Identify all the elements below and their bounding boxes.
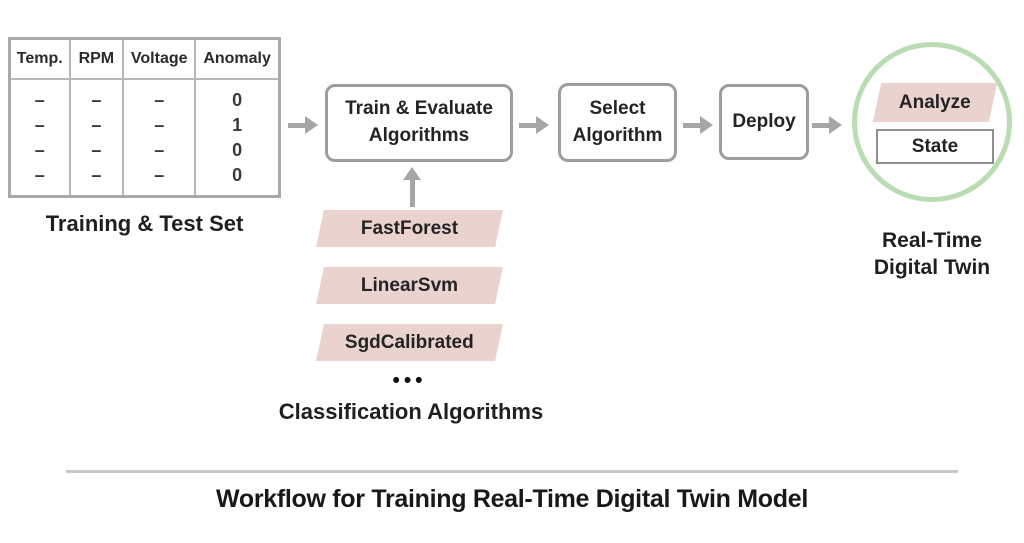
- table-cell: –: [154, 90, 165, 110]
- table-cell: –: [34, 115, 45, 135]
- table-cell: –: [91, 115, 102, 135]
- state-box: State: [876, 129, 994, 164]
- training-test-table: Temp. RPM Voltage Anomaly – – – – – – – …: [8, 37, 281, 198]
- classification-algorithms-label: Classification Algorithms: [278, 399, 544, 424]
- select-algorithm-line2: Algorithm: [572, 124, 663, 146]
- table-cell: –: [154, 165, 165, 185]
- analyze-parallelogram: Analyze: [872, 83, 998, 122]
- train-evaluate-box: Train & Evaluate Algorithms: [325, 84, 513, 162]
- table-cell: 0: [232, 90, 243, 110]
- arrow-right-icon: [288, 116, 318, 134]
- table-cell: –: [34, 90, 45, 110]
- diagram-title: Workflow for Training Real-Time Digital …: [216, 485, 808, 513]
- table-header-rpm: RPM: [70, 40, 125, 80]
- arrow-right-icon: [519, 116, 549, 134]
- table-cell: –: [91, 165, 102, 185]
- train-evaluate-line2: Algorithms: [368, 125, 470, 146]
- table-header-anomaly: Anomaly: [196, 40, 278, 80]
- table-cell: –: [34, 165, 45, 185]
- footer-divider: [66, 470, 958, 473]
- deploy-label: Deploy: [732, 110, 796, 132]
- deploy-box: Deploy: [719, 84, 809, 160]
- table-header-temp: Temp.: [11, 40, 71, 80]
- arrow-up-icon: [403, 167, 421, 207]
- algorithm-linearsvm: LinearSvm: [316, 267, 503, 304]
- algorithm-fastforest: FastForest: [316, 210, 503, 247]
- state-label: State: [911, 135, 959, 157]
- table-cell: 0: [232, 165, 243, 185]
- algorithm-linearsvm-label: LinearSvm: [360, 274, 459, 296]
- table-cell: –: [34, 140, 45, 160]
- table-cell: –: [91, 140, 102, 160]
- analyze-label: Analyze: [899, 91, 971, 113]
- table-cell: –: [91, 90, 102, 110]
- algorithm-sgdcalibrated: SgdCalibrated: [316, 324, 503, 361]
- table-column-temp: – – – –: [11, 80, 71, 195]
- algorithm-sgdcalibrated-label: SgdCalibrated: [345, 331, 474, 353]
- digital-twin-caption-line2: Digital Twin: [873, 256, 991, 280]
- digital-twin-caption: Real-Time Digital Twin: [837, 227, 1024, 282]
- arrow-right-icon: [683, 116, 713, 134]
- ellipsis-dots: •••: [392, 369, 427, 392]
- select-algorithm-line1: Select: [589, 97, 646, 119]
- digital-twin-circle: [852, 42, 1012, 202]
- table-cell: 1: [232, 115, 243, 135]
- select-algorithm-box: Select Algorithm: [558, 83, 677, 162]
- arrow-right-icon: [812, 116, 842, 134]
- train-evaluate-line1: Train & Evaluate: [345, 98, 493, 120]
- training-test-set-label: Training & Test Set: [45, 211, 244, 236]
- table-header-voltage: Voltage: [124, 40, 197, 80]
- table-cell: –: [154, 140, 165, 160]
- table-cell: 0: [232, 140, 243, 160]
- table-column-anomaly: 0 1 0 0: [196, 80, 278, 195]
- algorithm-fastforest-label: FastForest: [360, 217, 459, 239]
- table-column-voltage: – – – –: [124, 80, 197, 195]
- digital-twin-caption-line1: Real-Time: [882, 229, 982, 252]
- table-cell: –: [154, 115, 165, 135]
- table-column-rpm: – – – –: [71, 80, 125, 195]
